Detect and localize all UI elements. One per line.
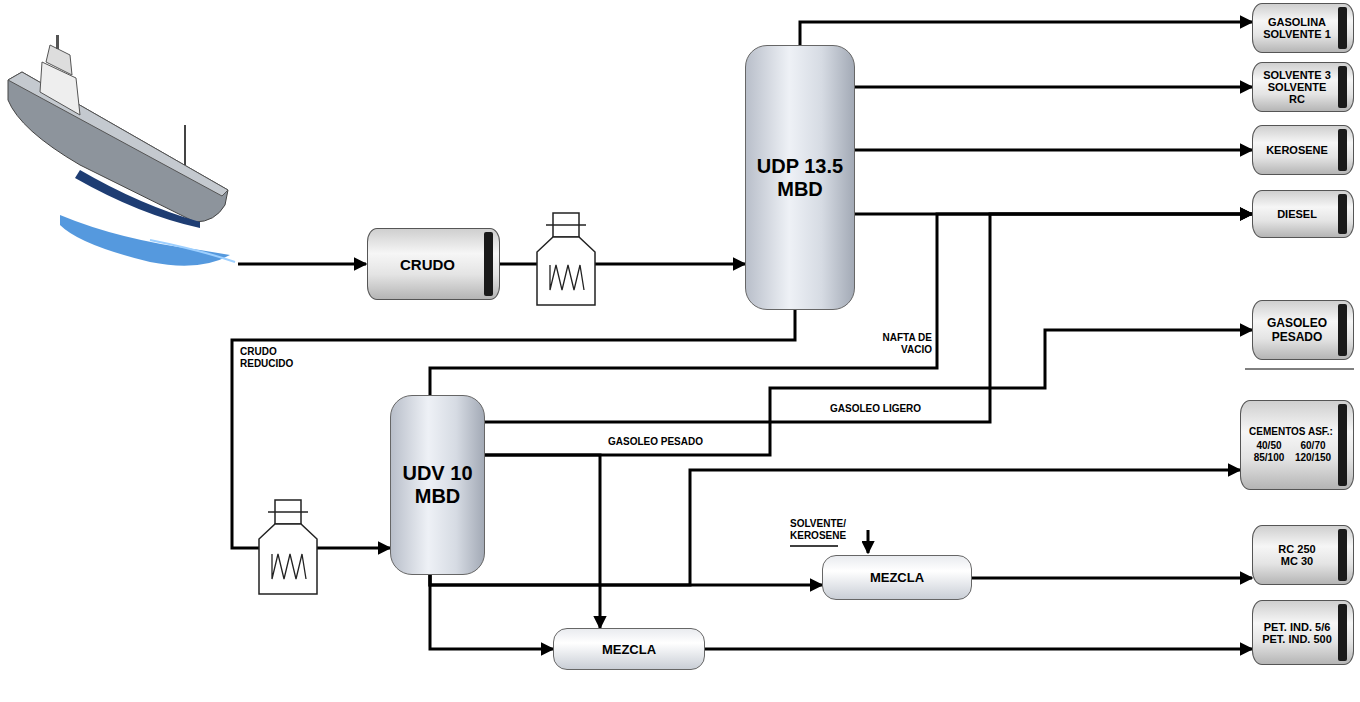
tank-gauge-band <box>1338 604 1347 661</box>
label-underline <box>790 545 838 547</box>
node-text: GASOLEO PESADO <box>1259 316 1335 344</box>
heater-furnace <box>537 213 595 305</box>
tank-gauge-band <box>1338 7 1347 49</box>
node-text: GASOLINA SOLVENTE 1 <box>1259 16 1335 40</box>
node-text: CEMENTOS ASF.: <box>1247 426 1335 437</box>
feed-label: SOLVENTE/ KEROSENE <box>790 518 862 542</box>
node-text: 60/70 <box>1291 440 1335 451</box>
flow-line <box>232 310 795 548</box>
stream-label: NAFTA DE VACIO <box>860 332 932 356</box>
tank-gauge-band <box>484 232 493 296</box>
storage-tank: CRUDO <box>367 228 500 300</box>
node-text: MEZCLA <box>602 642 656 657</box>
node-text: DIESEL <box>1277 208 1317 220</box>
flow-line <box>972 577 1252 580</box>
tanker-ship <box>8 35 235 266</box>
node-text: 85/100 <box>1247 452 1291 463</box>
stream-label: GASOLEO LIGERO <box>830 403 921 415</box>
tank-gauge-band <box>1338 529 1347 581</box>
node-text: UDP 13.5 MBD <box>752 155 848 201</box>
node-text: CRUDO <box>400 256 455 273</box>
node-text: MEZCLA <box>870 570 924 585</box>
distillation-column: UDP 13.5 MBD <box>745 45 855 310</box>
storage-tank: SOLVENTE 3 SOLVENTE RC <box>1252 62 1354 112</box>
tank-gauge-band <box>1338 304 1347 356</box>
blending-drum: MEZCLA <box>822 555 972 600</box>
node-text: RC 250 MC 30 <box>1272 543 1322 567</box>
storage-tank: GASOLINA SOLVENTE 1 <box>1252 3 1354 53</box>
tank-gauge-band <box>1338 194 1347 234</box>
feed-line <box>238 263 366 266</box>
flow-line <box>485 214 1252 422</box>
distillation-column: UDV 10 MBD <box>390 395 485 575</box>
storage-tank: DIESEL <box>1252 190 1354 238</box>
blending-drum: MEZCLA <box>553 628 705 670</box>
tank-gauge-band <box>1338 66 1347 108</box>
flow-line <box>705 648 1252 651</box>
node-text: 120/150 <box>1291 452 1335 463</box>
storage-tank: CEMENTOS ASF.: 40/5060/7085/100120/150 <box>1240 400 1354 490</box>
tank-gauge-band <box>1338 129 1347 171</box>
storage-tank: GASOLEO PESADO <box>1252 300 1354 360</box>
node-text: UDV 10 MBD <box>397 462 478 508</box>
storage-tank: KEROSENE <box>1252 125 1354 175</box>
node-text: KEROSENE <box>1266 144 1328 156</box>
storage-tank: PET. IND. 5/6 PET. IND. 500 <box>1252 600 1354 665</box>
solvent-feed-arrow <box>867 530 870 553</box>
node-text: SOLVENTE 3 SOLVENTE RC <box>1259 69 1335 105</box>
flow-line <box>485 455 600 628</box>
heater-furnace <box>259 500 317 594</box>
flow-line <box>485 330 1252 455</box>
flow-line <box>800 22 1252 45</box>
flow-line <box>430 575 822 585</box>
tank-gauge-band <box>1338 404 1347 486</box>
node-text: 40/50 <box>1247 440 1291 451</box>
flow-line <box>855 86 1252 89</box>
stream-label: GASOLEO PESADO <box>608 436 703 448</box>
flow-line <box>855 149 1252 152</box>
storage-tank: RC 250 MC 30 <box>1252 525 1354 585</box>
separator-line <box>1245 369 1354 370</box>
stream-label: CRUDO REDUCIDO <box>240 346 312 370</box>
node-text: PET. IND. 5/6 PET. IND. 500 <box>1259 621 1335 645</box>
flow-line <box>430 575 553 649</box>
